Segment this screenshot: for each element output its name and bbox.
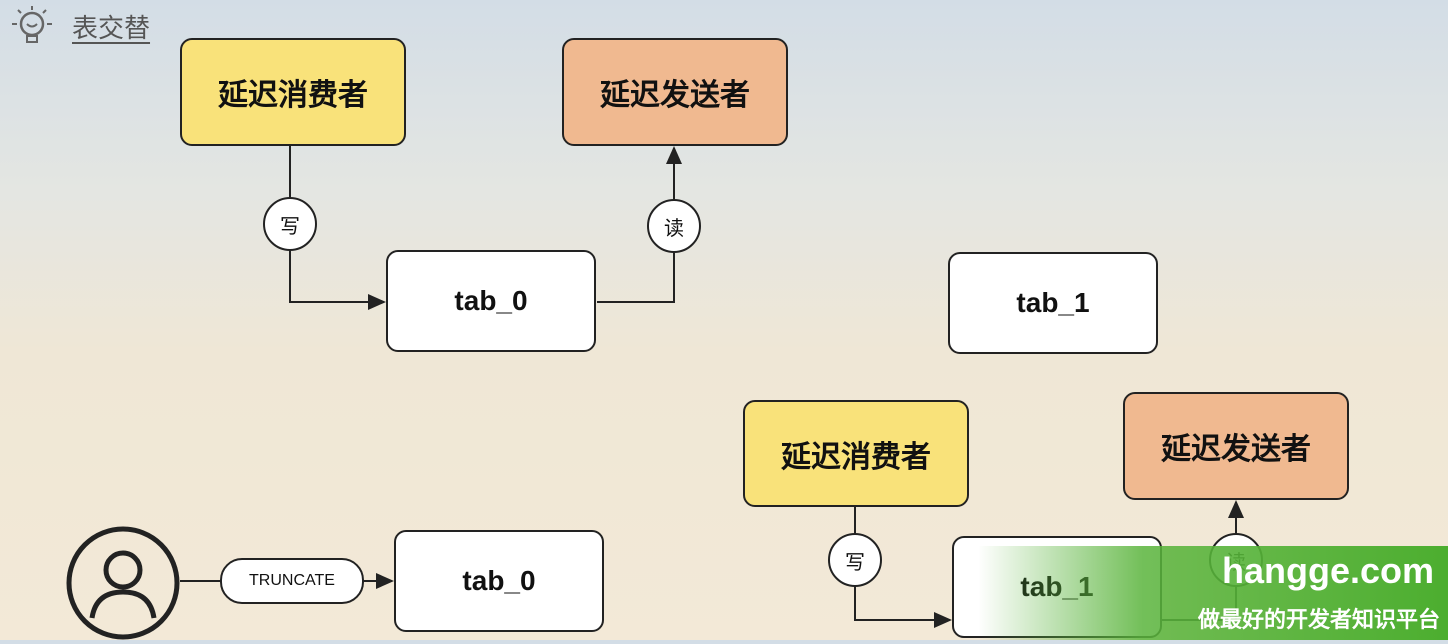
truncate-label: TRUNCATE bbox=[220, 558, 364, 604]
write-label: 写 bbox=[828, 533, 882, 587]
write-label: 写 bbox=[263, 197, 317, 251]
delay-consumer-box: 延迟消费者 bbox=[180, 38, 406, 146]
table-box: tab_0 bbox=[394, 530, 604, 632]
watermark-slogan: 做最好的开发者知识平台 bbox=[1197, 608, 1440, 633]
watermark-site: hangge.com bbox=[1221, 550, 1434, 591]
table-box: tab_0 bbox=[386, 250, 596, 352]
delay-consumer-box: 延迟消费者 bbox=[743, 400, 969, 507]
table-box: tab_1 bbox=[948, 252, 1158, 354]
read-label: 读 bbox=[647, 199, 701, 253]
site-watermark: hangge.com 做最好的开发者知识平台 bbox=[978, 546, 1448, 640]
user-icon bbox=[66, 526, 180, 640]
delay-sender-box: 延迟发送者 bbox=[1123, 392, 1349, 500]
section-title: 表交替 bbox=[72, 14, 151, 44]
delay-sender-box: 延迟发送者 bbox=[562, 38, 788, 146]
lightbulb-icon bbox=[6, 4, 58, 48]
